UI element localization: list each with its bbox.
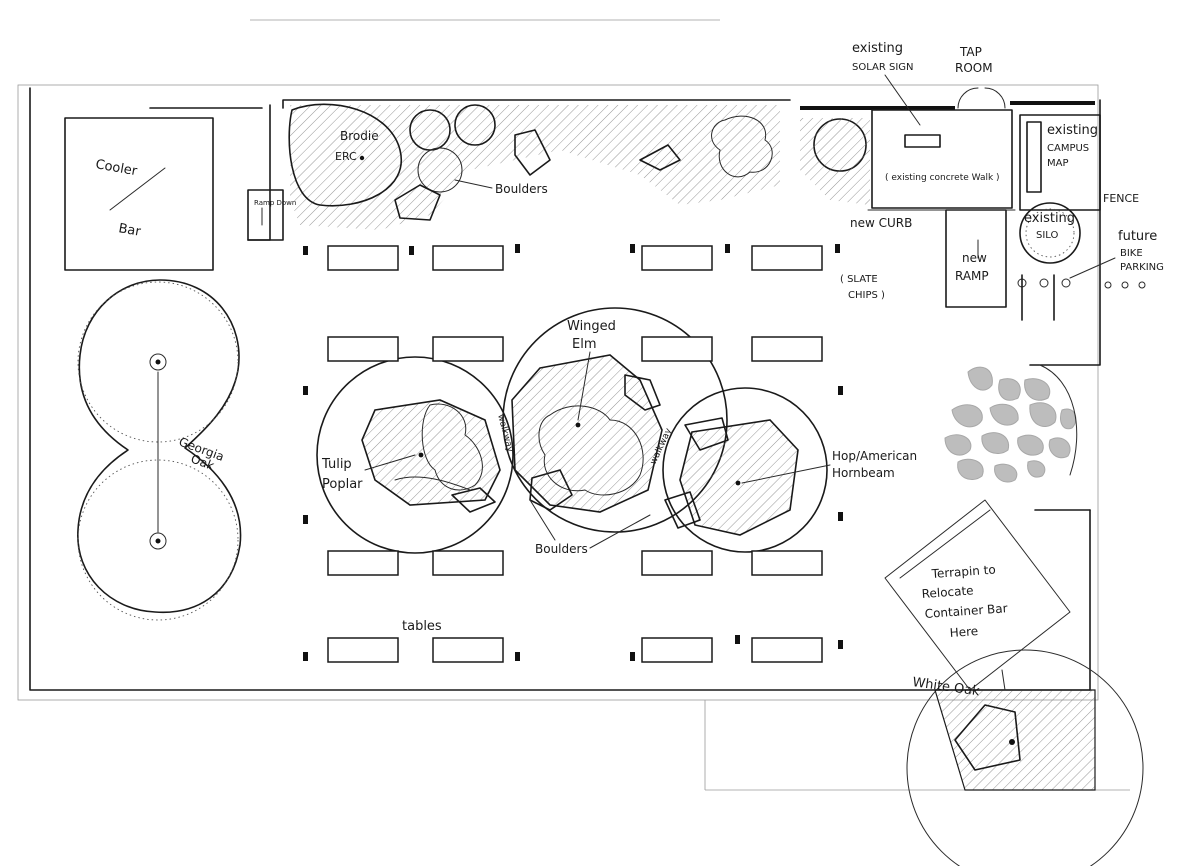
winged-elm-label-1: Winged bbox=[567, 319, 616, 334]
central-canopy-circles bbox=[316, 307, 828, 554]
fence-label: FENCE bbox=[1103, 192, 1139, 205]
terrapin-label-2: Relocate bbox=[921, 583, 974, 601]
picnic-table-icon bbox=[751, 550, 823, 576]
bike-rack-icon bbox=[1017, 274, 1146, 321]
picnic-table-icon bbox=[641, 550, 713, 576]
white-oak-tree: White Oak bbox=[906, 649, 1144, 866]
boulders-bottom-label: Boulders bbox=[535, 542, 588, 556]
picnic-table-icon bbox=[751, 336, 823, 362]
upper-planting-bed: Brodie ERC Boulders bbox=[288, 103, 780, 230]
new-ramp-label-2: RAMP bbox=[955, 269, 989, 283]
terrapin-label-4: Here bbox=[949, 624, 978, 640]
future-bike-label-2: BIKE bbox=[1120, 248, 1143, 259]
slate-chips-pavers bbox=[944, 364, 1078, 483]
tulip-poplar-label-1: Tulip bbox=[321, 457, 352, 472]
cooler-label: Cooler bbox=[94, 157, 139, 179]
picnic-table-icon bbox=[327, 336, 399, 362]
hornbeam-label-1: Hop/American bbox=[832, 449, 917, 463]
existing-map-label-2: CAMPUS bbox=[1047, 143, 1089, 154]
existing-solar-label-1: existing bbox=[852, 41, 903, 56]
ramp-down-label: Ramp Down bbox=[254, 199, 296, 207]
tulip-poplar-label-2: Poplar bbox=[322, 477, 363, 492]
picnic-tables: tables bbox=[327, 245, 823, 663]
tulip-poplar-bed: Tulip Poplar walkway bbox=[321, 399, 515, 513]
existing-silo-label-1: existing bbox=[1024, 211, 1075, 226]
tree-canopy-icon bbox=[77, 279, 242, 614]
picnic-table-icon bbox=[751, 245, 823, 271]
upper-wall: Ramp Down bbox=[149, 99, 791, 241]
picnic-table-icon bbox=[432, 550, 504, 576]
picnic-table-icon bbox=[327, 245, 399, 271]
future-bike-label-3: PARKING bbox=[1120, 262, 1164, 273]
terrapin-label-1: Terrapin to bbox=[930, 563, 996, 582]
picnic-table-icon bbox=[327, 637, 399, 663]
cooler-bar-building: Cooler Bar bbox=[64, 117, 214, 271]
picnic-table-icon bbox=[751, 637, 823, 663]
tables-label: tables bbox=[402, 619, 442, 634]
brodie-tree-canopy bbox=[288, 103, 403, 207]
existing-solar-label-2: SOLAR SIGN bbox=[852, 62, 914, 73]
existing-walk-label: ( existing concrete Walk ) bbox=[885, 173, 1000, 183]
bar-label: Bar bbox=[117, 221, 142, 240]
slate-chips-label-2: CHIPS ) bbox=[848, 290, 885, 301]
new-curb-label: new CURB bbox=[850, 216, 912, 230]
picnic-table-icon bbox=[641, 336, 713, 362]
picnic-table-icon bbox=[432, 336, 504, 362]
walkway-left-label: walkway bbox=[495, 413, 515, 454]
picnic-table-icon bbox=[432, 637, 504, 663]
slate-chips-label-1: ( SLATE bbox=[840, 274, 878, 285]
hornbeam-bed: walkway Hop/American Hornbeam bbox=[649, 417, 917, 536]
brodie-label-1: Brodie bbox=[340, 129, 379, 143]
existing-map-label-1: existing bbox=[1047, 123, 1098, 138]
picnic-table-icon bbox=[641, 245, 713, 271]
new-ramp-label-1: new bbox=[962, 251, 987, 265]
boulders-top-label: Boulders bbox=[495, 182, 548, 196]
brodie-label-2: ERC bbox=[335, 150, 357, 163]
future-bike-label-1: future bbox=[1118, 229, 1157, 244]
tap-room-label-1: TAP bbox=[959, 45, 982, 59]
boulders-callout: Boulders bbox=[529, 499, 651, 556]
picnic-table-icon bbox=[641, 637, 713, 663]
georgia-oak-trees: Georgia Oak bbox=[77, 279, 242, 621]
winged-elm-bed: Winged Elm bbox=[511, 319, 663, 513]
tap-room-label-2: ROOM bbox=[955, 61, 993, 75]
existing-map-label-3: MAP bbox=[1047, 158, 1069, 169]
picnic-table-icon bbox=[327, 550, 399, 576]
picnic-table-icon bbox=[432, 245, 504, 271]
existing-silo-label-2: SILO bbox=[1036, 230, 1059, 241]
winged-elm-label-2: Elm bbox=[572, 337, 597, 352]
container-bar-area: Terrapin to Relocate Container Bar Here bbox=[884, 499, 1071, 691]
bollards bbox=[303, 244, 843, 661]
terrapin-label-3: Container Bar bbox=[924, 601, 1008, 621]
tap-room-entry: existing SOLAR SIGN TAP ROOM ( existing … bbox=[800, 41, 1164, 321]
hornbeam-label-2: Hornbeam bbox=[832, 466, 895, 480]
